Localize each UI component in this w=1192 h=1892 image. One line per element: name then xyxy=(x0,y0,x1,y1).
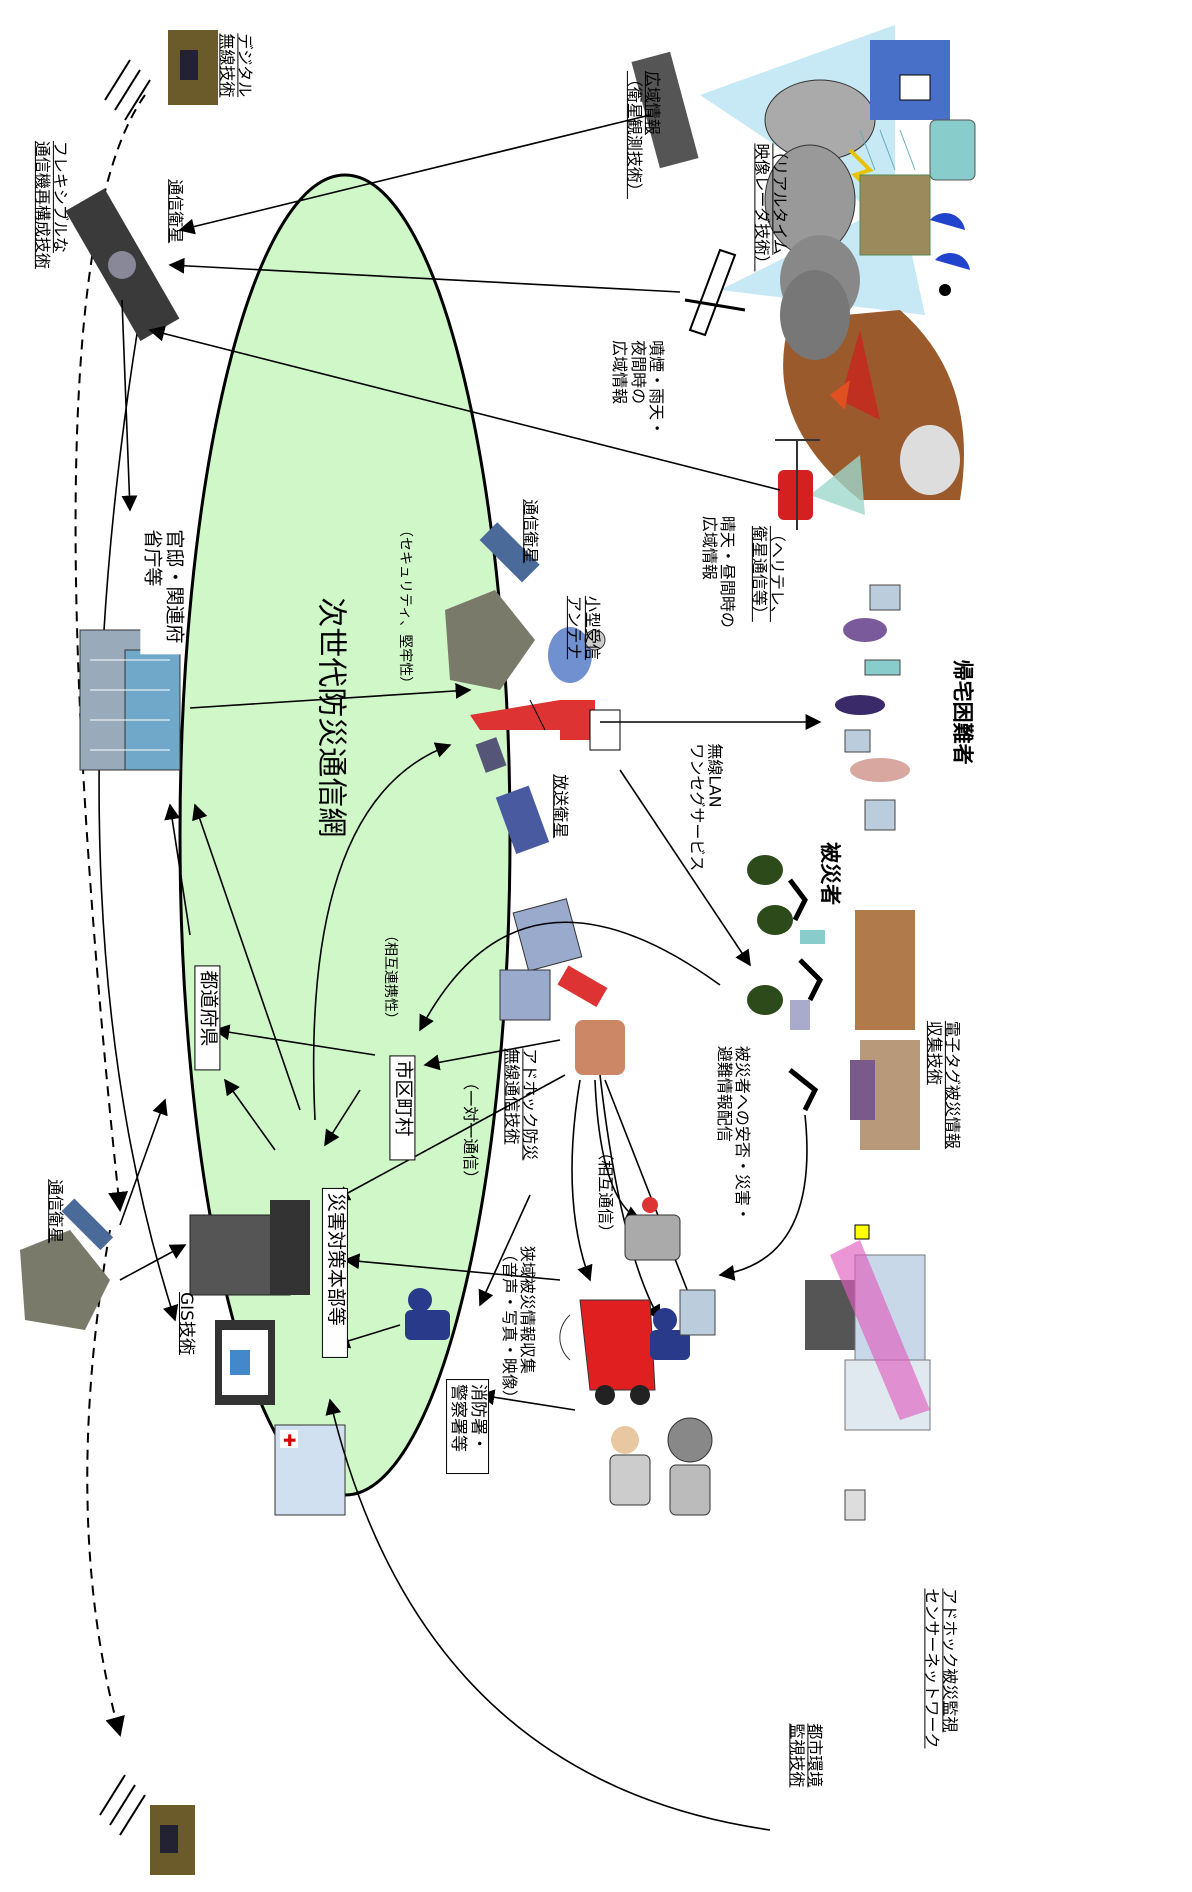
disaster-collection-label: 狭域被災情報収集 （音声・写真・映像） xyxy=(499,1245,537,1406)
arrow-sat-to-gov xyxy=(121,299,138,512)
clear-day-label: 晴天・昼間時の 広域情報 xyxy=(699,515,737,628)
arrow-gov-to-tower xyxy=(189,682,472,709)
stranded-label: 帰宅困難者 xyxy=(950,659,975,765)
smoke-rain-label: 噴煙・雨天・ 夜間時の 広域情報 xyxy=(610,340,667,437)
umbrella-person-icon xyxy=(930,212,970,296)
landslide-icon xyxy=(859,174,931,256)
arc-devices-to-muni xyxy=(419,921,721,1032)
airplane-icon xyxy=(684,248,746,337)
satellite-top-icon xyxy=(65,188,180,341)
broadcast-tower-icon xyxy=(470,699,621,751)
arrow-car-to-hq xyxy=(343,1253,561,1281)
right-comm-satellite-icon xyxy=(445,522,540,690)
svg-text:✚: ✚ xyxy=(283,1431,296,1450)
mutual-link-label: （相互連携性） xyxy=(382,928,399,1027)
rfid-label: 電子タグ被災情報 収集技術 xyxy=(924,1020,962,1149)
left-comm-satellite-icon xyxy=(20,1198,114,1330)
realtime-radar-label: （リアルタイム 映像レーダ技術） xyxy=(752,143,790,272)
arc-devices-to-robot xyxy=(594,1079,642,1221)
gis-computer-icon xyxy=(215,1320,275,1405)
observation-satellite-icon xyxy=(631,51,699,169)
volcano-icon xyxy=(780,270,964,500)
ground-station-bottom-icon xyxy=(150,1805,195,1875)
ground-station-top-icon xyxy=(168,30,218,105)
heli-beam xyxy=(810,455,865,515)
arc-victims-to-wall xyxy=(718,1114,808,1281)
urban-buildings-icon xyxy=(830,1240,931,1431)
arc-urban-to-hq xyxy=(325,1398,771,1831)
government-node[interactable]: 官邸・関連府 省庁等 xyxy=(140,529,185,655)
network-title: 次世代防災通信網 xyxy=(313,597,349,838)
arrow-muni-to-hq xyxy=(324,1089,361,1147)
arrow-adhoc-to-fire xyxy=(478,1194,531,1307)
stranded-people-icon xyxy=(835,584,910,831)
adhoc-radio-label: アドホック防災 無線通信技術 xyxy=(502,1048,540,1161)
broadcast-satellite-icon xyxy=(475,737,550,855)
flood-house-icon xyxy=(870,40,950,120)
urban-monitor-label: 都市環境 監視技術 xyxy=(787,1723,825,1788)
small-antenna-icon xyxy=(548,627,606,683)
broadcast-sat-label: 放送衛星 xyxy=(551,774,571,839)
arrow-sat-to-pref xyxy=(119,1098,168,1226)
mobile-devices-icon xyxy=(499,898,625,1075)
hq-building-icon xyxy=(189,1200,310,1296)
hq-node[interactable]: 災害対策本部等 xyxy=(322,1187,348,1358)
fire-police-node[interactable]: 消防署・ 警察署等 xyxy=(445,1379,490,1475)
sensor-net-label: アドホック被災監視 センサーネットワーク xyxy=(922,1588,960,1749)
arrow-pref-to-gov xyxy=(164,803,191,936)
network-subtitle: （セキュリティ、堅牢性） xyxy=(397,523,414,691)
wide-area-obs-label: 広域情報 （衛星観測技術） xyxy=(624,70,662,199)
rescue-workers-icon xyxy=(609,1417,713,1516)
helicopter-icon xyxy=(775,439,820,530)
municipality-node[interactable]: 市区町村 xyxy=(389,1055,416,1161)
arrow-heli-to-sat xyxy=(148,325,781,491)
arc-devices-to-car xyxy=(571,1079,593,1282)
arrow-obs-to-sat xyxy=(178,114,651,235)
dashed-arc-top xyxy=(74,94,146,1212)
comm-sat-top-label: 通信衛星 xyxy=(166,179,186,244)
arrow-hq-to-gov xyxy=(192,803,301,1111)
dashed-arc-bottom xyxy=(86,1229,125,1737)
police-officer-icon xyxy=(405,1288,450,1340)
field-officer-icon xyxy=(650,1289,716,1360)
mutual-comm-label: （相互通信） xyxy=(596,1144,616,1241)
rescue-robot-icon xyxy=(624,1197,681,1261)
victims-people-icon xyxy=(747,855,825,1112)
rubble-icon xyxy=(850,910,920,1150)
arrow-devices-to-hq xyxy=(333,1074,566,1201)
arrow-devices-to-muni xyxy=(423,1039,561,1071)
gis-label: GIS技術 xyxy=(176,1292,196,1355)
arrow-hq-to-pref xyxy=(224,1078,276,1151)
emergency-car-icon xyxy=(559,1299,656,1405)
arrow-tower-to-victims xyxy=(619,769,751,967)
comm-sat-left-label: 通信衛星 xyxy=(46,1179,66,1244)
one-to-one-label: （一対一通信） xyxy=(461,1074,481,1187)
arrow-plane-to-sat xyxy=(168,257,681,293)
hospital-icon: ✚ xyxy=(274,1424,346,1516)
arrow-muni-to-pref xyxy=(213,1024,376,1056)
small-antenna-label: 小型受信 アンテナ xyxy=(564,595,602,660)
digital-radio-label: デジタル 無線技術 xyxy=(217,33,255,98)
flooded-car-icon xyxy=(929,119,976,181)
sensor-icon xyxy=(844,1224,870,1521)
arrow-sat-to-hq-building xyxy=(119,1244,187,1281)
victim-info-label: 被災者への安否・災害・ 避難情報配信 xyxy=(714,1045,752,1222)
victims-label: 被災者 xyxy=(818,842,843,906)
prefecture-node[interactable]: 都道府県 xyxy=(194,965,221,1071)
heli-tele-label: （ヘリテレ、 衛星通信等） xyxy=(749,525,787,622)
antenna-top-icon xyxy=(104,59,151,121)
antenna-bottom-icon xyxy=(99,1774,146,1836)
arc-sat-to-hq xyxy=(98,284,179,1322)
arrow-collection-to-fire xyxy=(478,1389,576,1411)
flexible-tech-label: フレキシブルな 通信機再構成技術 xyxy=(32,140,70,269)
wlan-label: 無線LAN ワンセグサービス xyxy=(687,743,725,872)
comm-sat-right-label: 通信衛星 xyxy=(521,499,541,564)
arc-hq-to-tower xyxy=(312,742,452,1121)
